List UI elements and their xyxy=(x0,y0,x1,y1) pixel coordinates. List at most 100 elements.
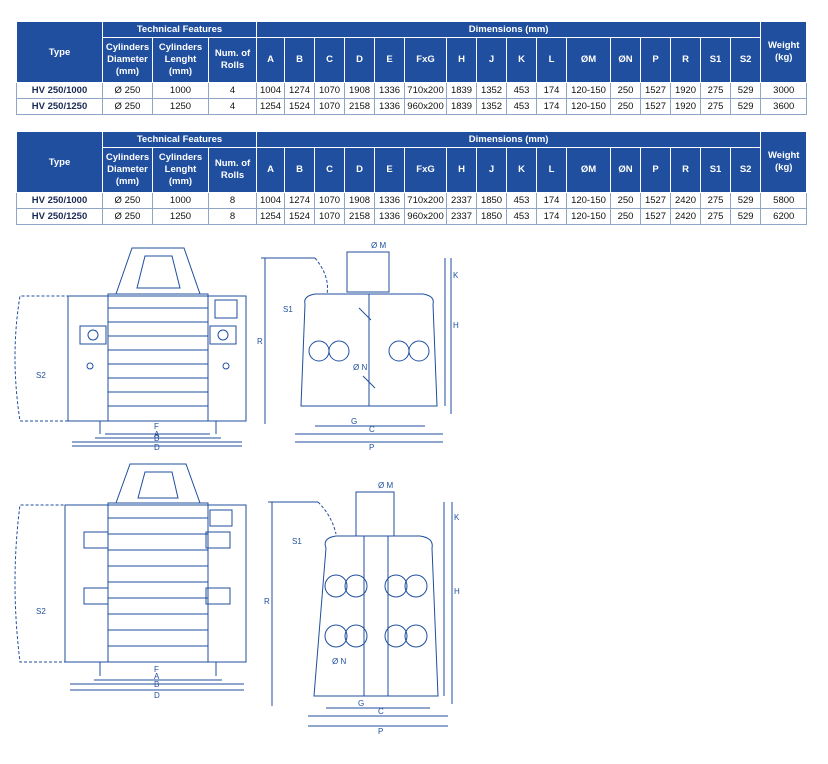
table-cell: 1250 xyxy=(152,98,209,115)
table-cell: 275 xyxy=(700,82,732,99)
table-cell: 1070 xyxy=(314,98,346,115)
table-cell: 1070 xyxy=(314,192,346,209)
front-view-drawing-8-rolls: S2 F A B D xyxy=(14,463,247,700)
table-cell: 1336 xyxy=(374,192,406,209)
table-cell: 529 xyxy=(730,192,762,209)
side-view-drawing-8-rolls: Ø M S1 R K H Ø N G C P xyxy=(264,481,460,736)
table-cell: 1336 xyxy=(374,82,406,99)
table-cell: 4 xyxy=(207,82,258,99)
table-cell: 1000 xyxy=(152,192,209,209)
table-cell: 1839 xyxy=(446,82,478,99)
table-cell: 250 xyxy=(610,82,642,99)
table-cell: 250 xyxy=(610,208,642,225)
table-cell: 8 xyxy=(207,208,258,225)
table-cell: 2337 xyxy=(446,208,478,225)
table-cell: 2420 xyxy=(670,208,702,225)
label-r: R xyxy=(264,597,270,606)
col-header: ØM xyxy=(566,37,612,83)
table-cell: 1527 xyxy=(640,82,672,99)
col-header: K xyxy=(506,37,538,83)
col-header: Cylinders Lenght (mm) xyxy=(152,37,209,83)
table-cell: 120-150 xyxy=(566,208,612,225)
col-header: Num. of Rolls xyxy=(207,147,258,193)
table-cell: 2158 xyxy=(344,208,376,225)
table-cell: 1070 xyxy=(314,208,346,225)
col-header: R xyxy=(670,37,702,83)
table-cell: 1850 xyxy=(476,192,508,209)
group-technical-features: Technical Features xyxy=(101,21,258,38)
col-header: J xyxy=(476,37,508,83)
label-a: A xyxy=(154,672,160,681)
table-cell: 2420 xyxy=(670,192,702,209)
label-h: H xyxy=(453,321,459,330)
table-cell: 1274 xyxy=(284,192,316,209)
table-cell: 275 xyxy=(700,208,732,225)
table-cell: 453 xyxy=(506,82,538,99)
table-cell: 275 xyxy=(700,98,732,115)
col-header: S1 xyxy=(700,147,732,193)
col-header: ØN xyxy=(610,147,642,193)
table-cell: 1839 xyxy=(446,98,478,115)
table-cell: 6200 xyxy=(760,208,808,225)
table-cell: 1352 xyxy=(476,82,508,99)
table-cell: Ø 250 xyxy=(102,192,153,209)
table-cell: 529 xyxy=(730,82,762,99)
col-weight-header: Weight (kg) xyxy=(760,21,808,83)
col-header: E xyxy=(374,37,406,83)
table-cell: 120-150 xyxy=(566,192,612,209)
table-cell: 453 xyxy=(506,192,538,209)
table-cell: 1524 xyxy=(284,98,316,115)
col-header: E xyxy=(374,147,406,193)
col-header: B xyxy=(284,147,316,193)
col-header: FxG xyxy=(404,147,448,193)
col-weight-header: Weight (kg) xyxy=(760,131,808,193)
label-a: A xyxy=(154,430,160,439)
table-cell: 1527 xyxy=(640,192,672,209)
col-header: B xyxy=(284,37,316,83)
table-cell: 120-150 xyxy=(566,82,612,99)
spec-table-8-rolls: Type Technical Features Dimensions (mm) … xyxy=(16,131,808,225)
col-header: P xyxy=(640,147,672,193)
table-cell: 2337 xyxy=(446,192,478,209)
table-cell: Ø 250 xyxy=(102,208,153,225)
table-cell: 120-150 xyxy=(566,98,612,115)
table-cell: 1254 xyxy=(256,98,286,115)
label-h: H xyxy=(454,587,460,596)
col-header: L xyxy=(536,37,568,83)
table-cell: 3000 xyxy=(760,82,808,99)
col-header: ØM xyxy=(566,147,612,193)
col-header: D xyxy=(344,147,376,193)
label-g: G xyxy=(358,699,364,708)
label-d: D xyxy=(154,691,160,700)
label-m: Ø M xyxy=(371,241,386,250)
table-cell: 250 xyxy=(610,98,642,115)
model-type-cell: HV 250/1250 xyxy=(16,98,103,115)
column-header-row: Cylinders Diameter (mm)Cylinders Lenght … xyxy=(17,147,807,193)
side-view-drawing-4-rolls: Ø M S1 R K H Ø N G C P xyxy=(257,241,459,452)
table-cell: 174 xyxy=(536,82,568,99)
col-type-header: Type xyxy=(16,131,103,193)
col-header: H xyxy=(446,147,478,193)
table-cell: 1352 xyxy=(476,98,508,115)
label-r: R xyxy=(257,337,263,346)
table-cell: 1000 xyxy=(152,82,209,99)
table-cell: 250 xyxy=(610,192,642,209)
col-header: D xyxy=(344,37,376,83)
col-header: Num. of Rolls xyxy=(207,37,258,83)
label-g: G xyxy=(351,417,357,426)
front-view-drawing-4-rolls: S2 F A B D xyxy=(14,247,247,451)
table-cell: 1004 xyxy=(256,192,286,209)
col-header: ØN xyxy=(610,37,642,83)
col-header: L xyxy=(536,147,568,193)
label-s2: S2 xyxy=(36,607,46,616)
label-n: Ø N xyxy=(353,363,367,372)
group-dimensions: Dimensions (mm) xyxy=(256,131,762,148)
label-c: C xyxy=(369,425,375,434)
col-header: K xyxy=(506,147,538,193)
table-cell: 3600 xyxy=(760,98,808,115)
col-header: Cylinders Lenght (mm) xyxy=(152,147,209,193)
table-cell: 4 xyxy=(207,98,258,115)
